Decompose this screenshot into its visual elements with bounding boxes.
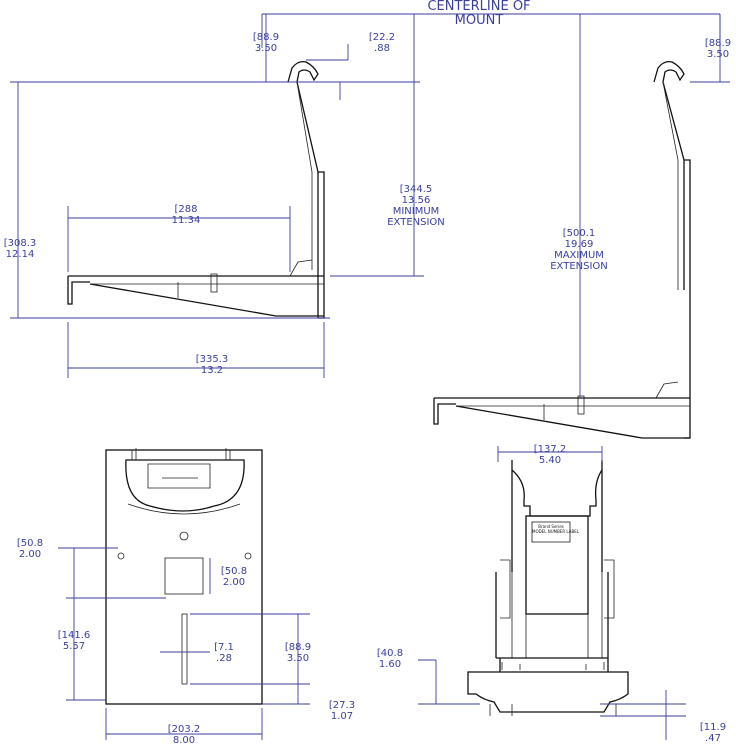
front-center-plate — [525, 515, 589, 615]
side-arm-inner — [296, 81, 313, 270]
side-knob — [210, 273, 218, 293]
front-rail-detail — [500, 559, 615, 658]
front-view — [467, 460, 629, 716]
max-hook-arm — [653, 60, 685, 198]
top-slot — [181, 613, 188, 685]
front-label-plate — [531, 521, 571, 543]
top-hook-outline — [125, 459, 245, 512]
top-hole-right — [244, 552, 252, 560]
centerline-title-1: CENTERLINE OF — [427, 0, 531, 14]
top-hook-detail — [127, 448, 241, 515]
top-plate — [105, 449, 263, 705]
side-hook-arm — [287, 60, 319, 318]
max-shelf-top — [433, 397, 690, 425]
front-hook — [511, 469, 603, 517]
max-arm-inner — [662, 81, 679, 290]
side-shelf-brace — [89, 283, 324, 317]
max-knob — [577, 395, 585, 415]
side-arm-right — [318, 171, 325, 319]
top-hole-left — [117, 552, 125, 560]
front-base-detail — [489, 662, 617, 716]
dim-front-foot: [11.9.47 — [699, 722, 727, 744]
side-shelf-detail — [90, 259, 324, 298]
top-square-cutout — [164, 557, 204, 595]
dim-side-hook-gap: [22.2.88 — [368, 32, 396, 54]
top-hole-center — [179, 531, 189, 541]
front-base — [467, 657, 629, 713]
max-shelf-brace — [455, 405, 690, 439]
side-shelf-top — [67, 275, 324, 305]
side-view-maximum — [433, 60, 691, 439]
max-arm-right — [683, 159, 691, 439]
centerline-title-2: MOUNT — [454, 13, 504, 28]
max-shelf-detail — [456, 381, 690, 420]
side-view-minimum — [67, 60, 325, 319]
dim-top-slot: [7.1.28 — [214, 642, 234, 664]
front-side-rails — [495, 460, 609, 658]
top-view — [105, 448, 263, 705]
